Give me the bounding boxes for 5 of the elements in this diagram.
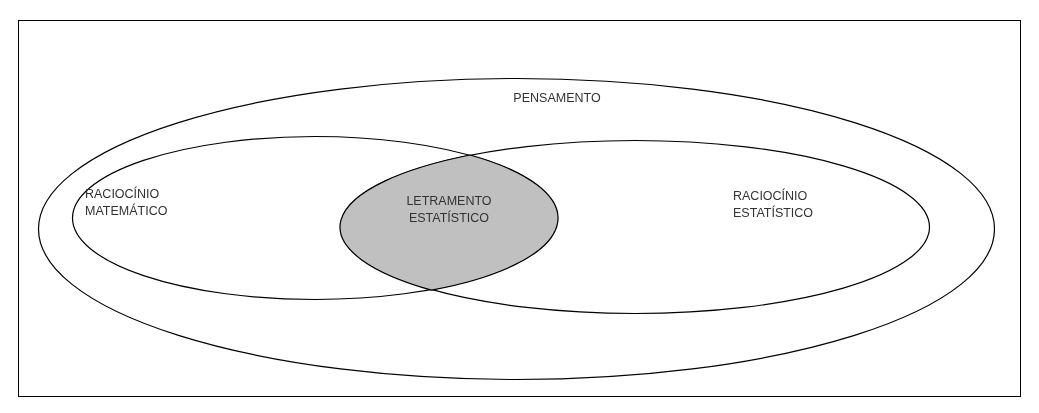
intersection-lens [340, 154, 558, 290]
node-label: RACIOCÍNIO ESTATÍSTICO [733, 188, 815, 222]
node-label: PENSAMENTO [512, 90, 602, 107]
node-label: LETRAMENTO ESTATÍSTICO [405, 192, 493, 227]
node-label: RACIOCÍNIO MATEMÁTICO [85, 186, 169, 220]
